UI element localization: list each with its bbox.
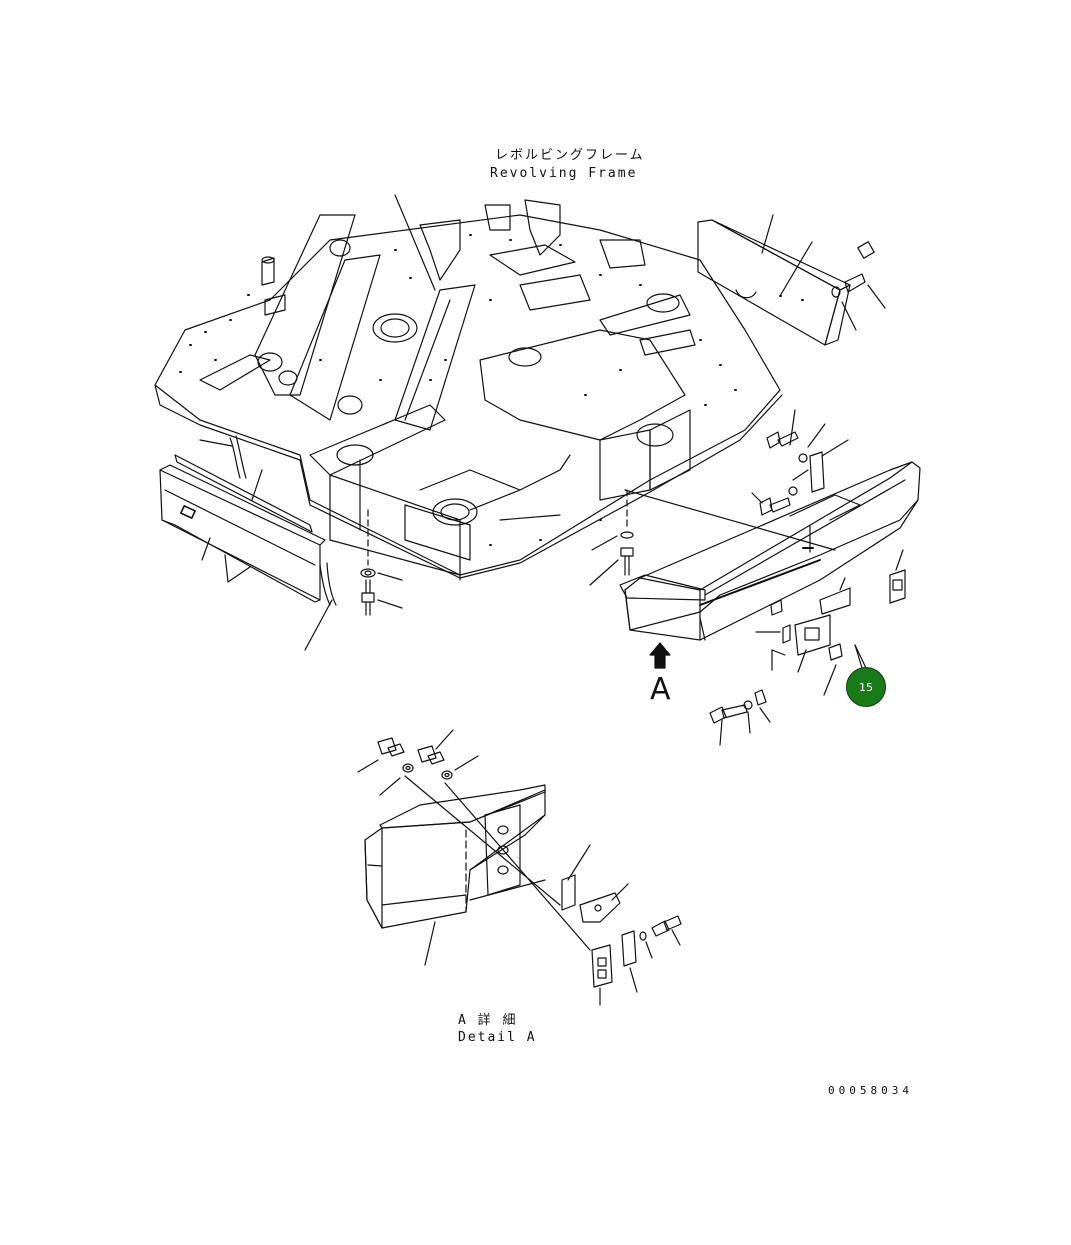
left-side-cover [160,436,336,650]
counterweight-bolts [752,410,848,515]
frame-mount-bolts [361,490,633,615]
view-arrow-label: A [650,672,671,707]
detail-a-label-en: Detail A [458,1030,537,1045]
detail-a-drawing [358,730,681,1005]
revolving-frame-label-en: Revolving Frame [490,166,638,181]
part-callout-15[interactable]: 15 [846,667,886,707]
revolving-frame-label-jp: レボルビングフレーム [495,148,645,163]
lower-bracket-assembly [710,550,905,745]
view-arrow [650,643,670,668]
detail-a-label-jp: A 詳 細 [458,1013,518,1028]
rear-plate [698,215,885,345]
counterweight [620,462,920,640]
revolving-frame [155,195,782,580]
callout-leader [855,645,866,668]
document-number: 00058034 [828,1084,913,1097]
